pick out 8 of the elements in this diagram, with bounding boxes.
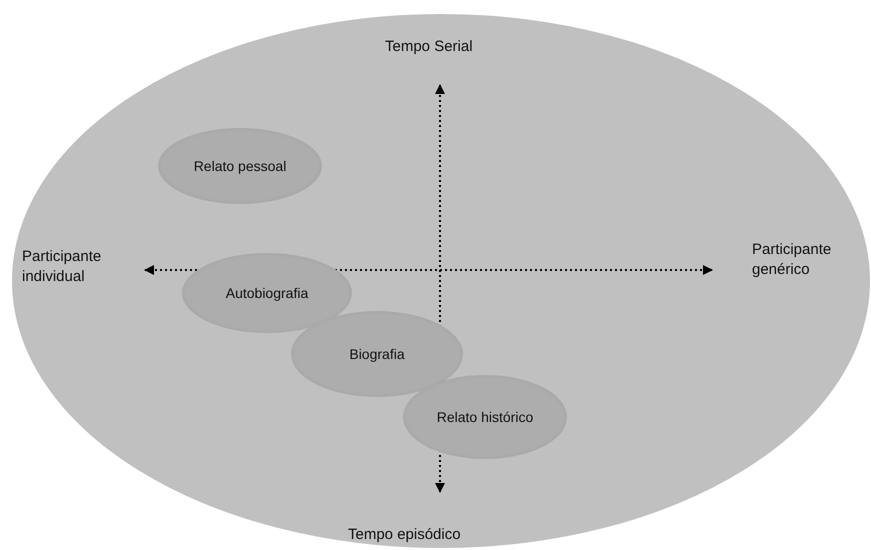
node-text: Relato histórico (436, 409, 534, 425)
node-text: Biografia (349, 346, 405, 362)
axis-label: Participante individual (22, 247, 102, 286)
axis-label: Tempo episódico (348, 525, 462, 544)
node-text: Autobiografia (226, 285, 308, 301)
node-text: Relato pessoal (194, 158, 286, 174)
axis-label: Participante genérico (752, 240, 832, 279)
axis-label: Tempo Serial (385, 37, 474, 56)
